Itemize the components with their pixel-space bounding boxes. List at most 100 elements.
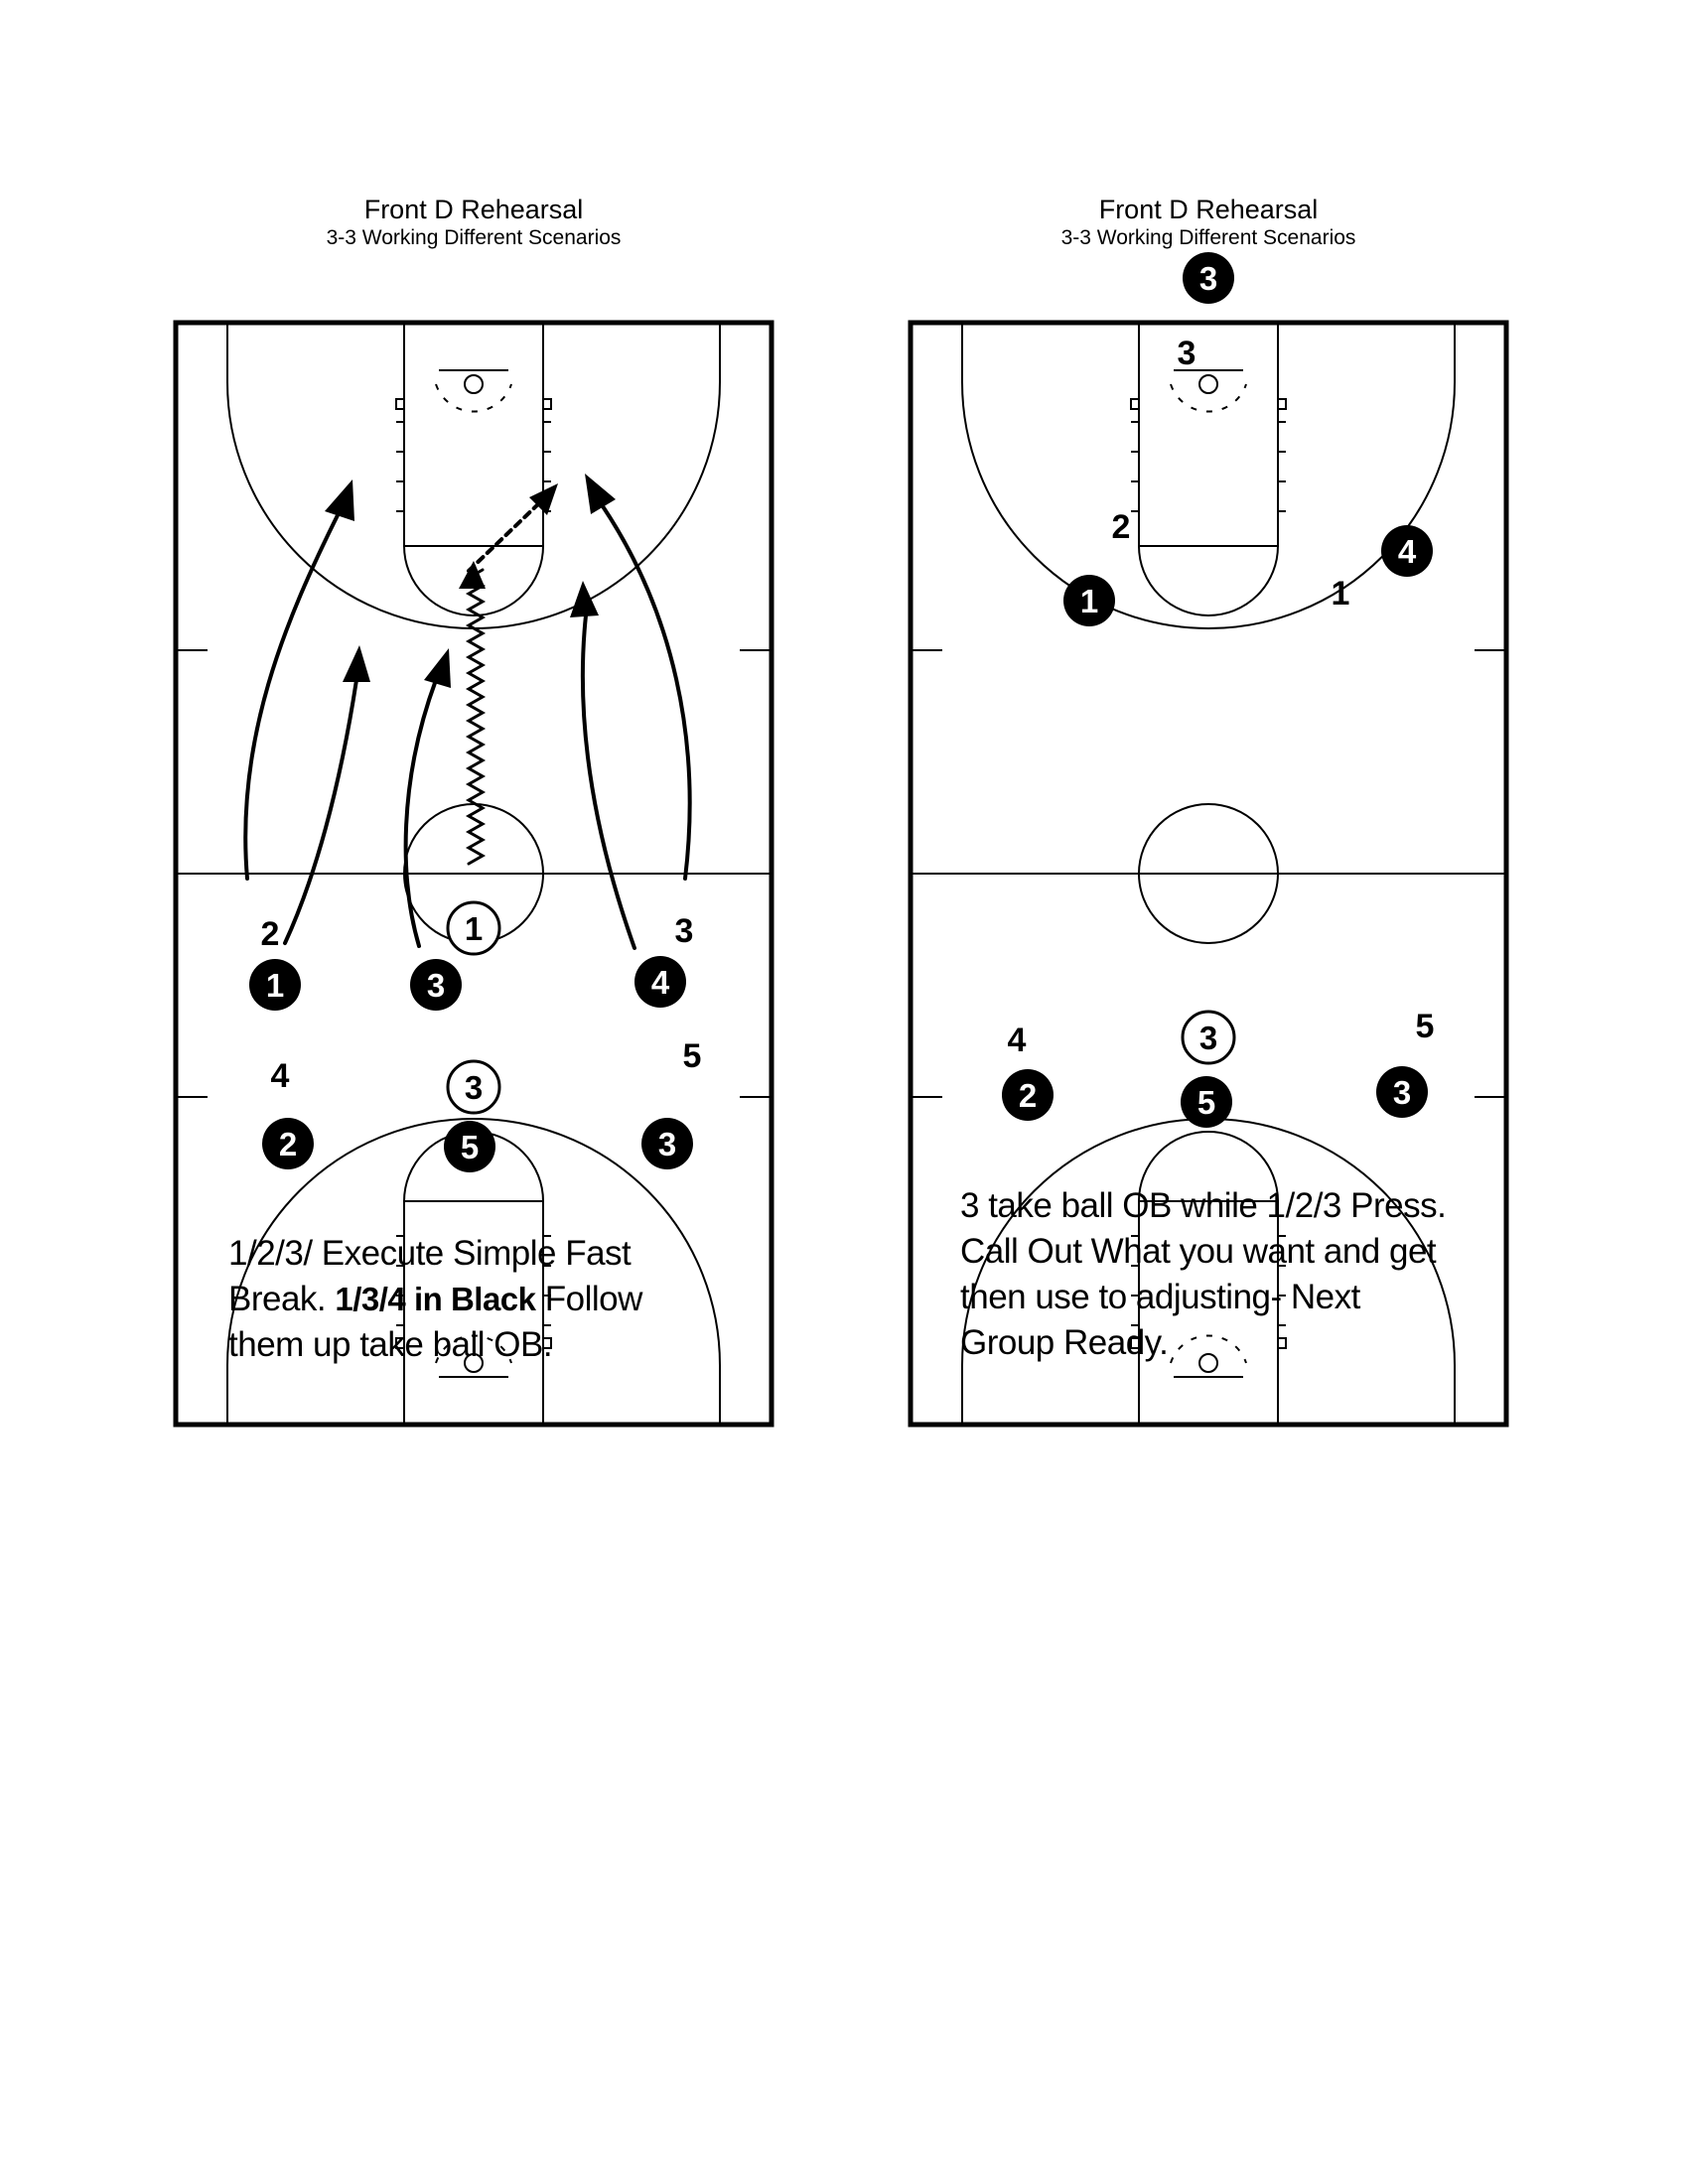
rim: [464, 1353, 484, 1373]
player-marker-plain: 1: [1332, 575, 1350, 613]
free-throw-lane: [1138, 1200, 1279, 1426]
three-point-line: [226, 1118, 721, 1425]
caption-text: Follow them up take ball OB.: [228, 1280, 642, 1364]
caption-text: 1/2/3/ Execute Simple Fast Break.: [228, 1234, 632, 1318]
player-marker-filled: 5: [444, 1121, 495, 1172]
center-circle: [1138, 803, 1279, 944]
player-marker-filled: 5: [1181, 1076, 1232, 1128]
arrowhead: [585, 474, 616, 514]
player-marker-plain: 4: [1008, 1022, 1027, 1059]
cut-arrow-right-inner: [580, 614, 636, 950]
player-ring: [1181, 1010, 1236, 1065]
player-label: 4: [1398, 533, 1417, 570]
rim: [1198, 1353, 1218, 1373]
player-disc: [249, 959, 301, 1011]
player-disc: [1183, 252, 1234, 304]
player-label: 3: [1199, 260, 1217, 297]
free-throw-lane: [1138, 322, 1279, 547]
movement-arrows: [243, 474, 692, 950]
player-marker-open: 3: [446, 1059, 501, 1115]
arrowhead: [529, 483, 558, 515]
pass-arrow-dashed: [467, 499, 543, 573]
arrowhead: [570, 581, 599, 617]
rim: [1198, 374, 1218, 394]
restricted-area-arc: [435, 1334, 512, 1364]
player-marker-plain: 2: [261, 915, 280, 953]
player-disc: [634, 956, 686, 1008]
player-marker-plain: 3: [675, 912, 694, 950]
free-throw-lane: [403, 1200, 544, 1426]
player-label: 3: [1178, 335, 1196, 372]
player-label: 4: [651, 964, 670, 1001]
caption-bold-text: 1/3/4 in Black: [335, 1281, 536, 1317]
player-label: 3: [658, 1126, 676, 1162]
player-label: 1: [1332, 575, 1350, 613]
player-marker-filled: 1: [1063, 575, 1115, 626]
court-lines: [173, 320, 774, 1428]
player-marker-open: 1: [446, 900, 501, 956]
player-label: 2: [1112, 508, 1131, 546]
arrowhead: [459, 561, 486, 589]
player-disc: [1181, 1076, 1232, 1128]
player-label: 5: [461, 1129, 479, 1165]
player-label: 2: [1019, 1077, 1037, 1114]
free-throw-circle: [403, 545, 544, 616]
player-disc: [1002, 1069, 1054, 1121]
player-label: 5: [1197, 1084, 1215, 1121]
player-marker-open: 3: [1181, 1010, 1236, 1065]
diagram-subtitle: 3-3 Working Different Scenarios: [1060, 226, 1356, 249]
player-marker-filled: 2: [262, 1118, 314, 1169]
player-marker-filled: 1: [249, 959, 301, 1011]
player-label: 3: [427, 967, 445, 1004]
free-throw-lane: [403, 322, 544, 547]
player-label: 5: [1416, 1008, 1435, 1045]
player-marker-filled: 3: [410, 959, 462, 1011]
restricted-area-arc: [1170, 1334, 1247, 1364]
arrowhead: [325, 479, 354, 521]
lane-block: [395, 1337, 405, 1349]
diagram-caption: 3 take ball OB while 1/2/3 Press. Call O…: [960, 1183, 1457, 1366]
player-marker-plain: 4: [271, 1057, 290, 1095]
caption-text: 3 take ball OB while 1/2/3 Press. Call O…: [960, 1186, 1447, 1362]
lane-block: [395, 398, 405, 410]
player-label: 4: [271, 1057, 290, 1095]
player-disc: [1381, 525, 1433, 577]
player-marker-filled: 3: [1376, 1066, 1428, 1118]
player-label: 2: [279, 1126, 297, 1162]
player-marker-plain: 2: [1112, 508, 1131, 546]
player-disc: [444, 1121, 495, 1172]
player-label: 4: [1008, 1022, 1027, 1059]
player-disc: [262, 1118, 314, 1169]
court-diagram: 3 1 4 3 2 5 3 3 2 1 4 5: [908, 252, 1509, 1428]
restricted-area-arc: [1170, 383, 1247, 413]
restricted-area-arc: [435, 383, 512, 413]
player-marker-plain: 5: [683, 1037, 702, 1075]
dribble-path: [465, 568, 487, 866]
player-marker-filled: 3: [1183, 252, 1234, 304]
player-marker-filled: 3: [641, 1118, 693, 1169]
player-marker-plain: 5: [1416, 1008, 1435, 1045]
player-label: 2: [261, 915, 280, 953]
diagram-left: Front D Rehearsal 3-3 Working Different …: [173, 194, 774, 1428]
player-marker-plain: 3: [1178, 335, 1196, 372]
diagram-right: Front D Rehearsal 3-3 Working Different …: [908, 194, 1509, 1428]
arrowhead: [343, 645, 370, 682]
court-lines: [908, 320, 1509, 1428]
arrowhead: [424, 648, 451, 688]
diagram-subtitle: 3-3 Working Different Scenarios: [326, 226, 622, 249]
free-throw-circle: [1138, 545, 1279, 616]
lane-block: [1277, 1337, 1287, 1349]
diagram-title: Front D Rehearsal: [1098, 195, 1319, 224]
player-disc: [641, 1118, 693, 1169]
cut-arrow-left-outer: [243, 509, 342, 881]
player-marker-filled: 4: [634, 956, 686, 1008]
free-throw-circle: [1138, 1131, 1279, 1202]
lane-block: [1130, 1337, 1140, 1349]
player-label: 1: [266, 967, 284, 1004]
player-label: 5: [683, 1037, 702, 1075]
players: 3 1 4 3 2 5 3 3 2 1 4 5: [1002, 252, 1434, 1128]
diagram-caption: 1/2/3/ Execute Simple Fast Break. 1/3/4 …: [228, 1231, 725, 1368]
three-point-line: [961, 323, 1456, 629]
lane-block: [1130, 398, 1140, 410]
